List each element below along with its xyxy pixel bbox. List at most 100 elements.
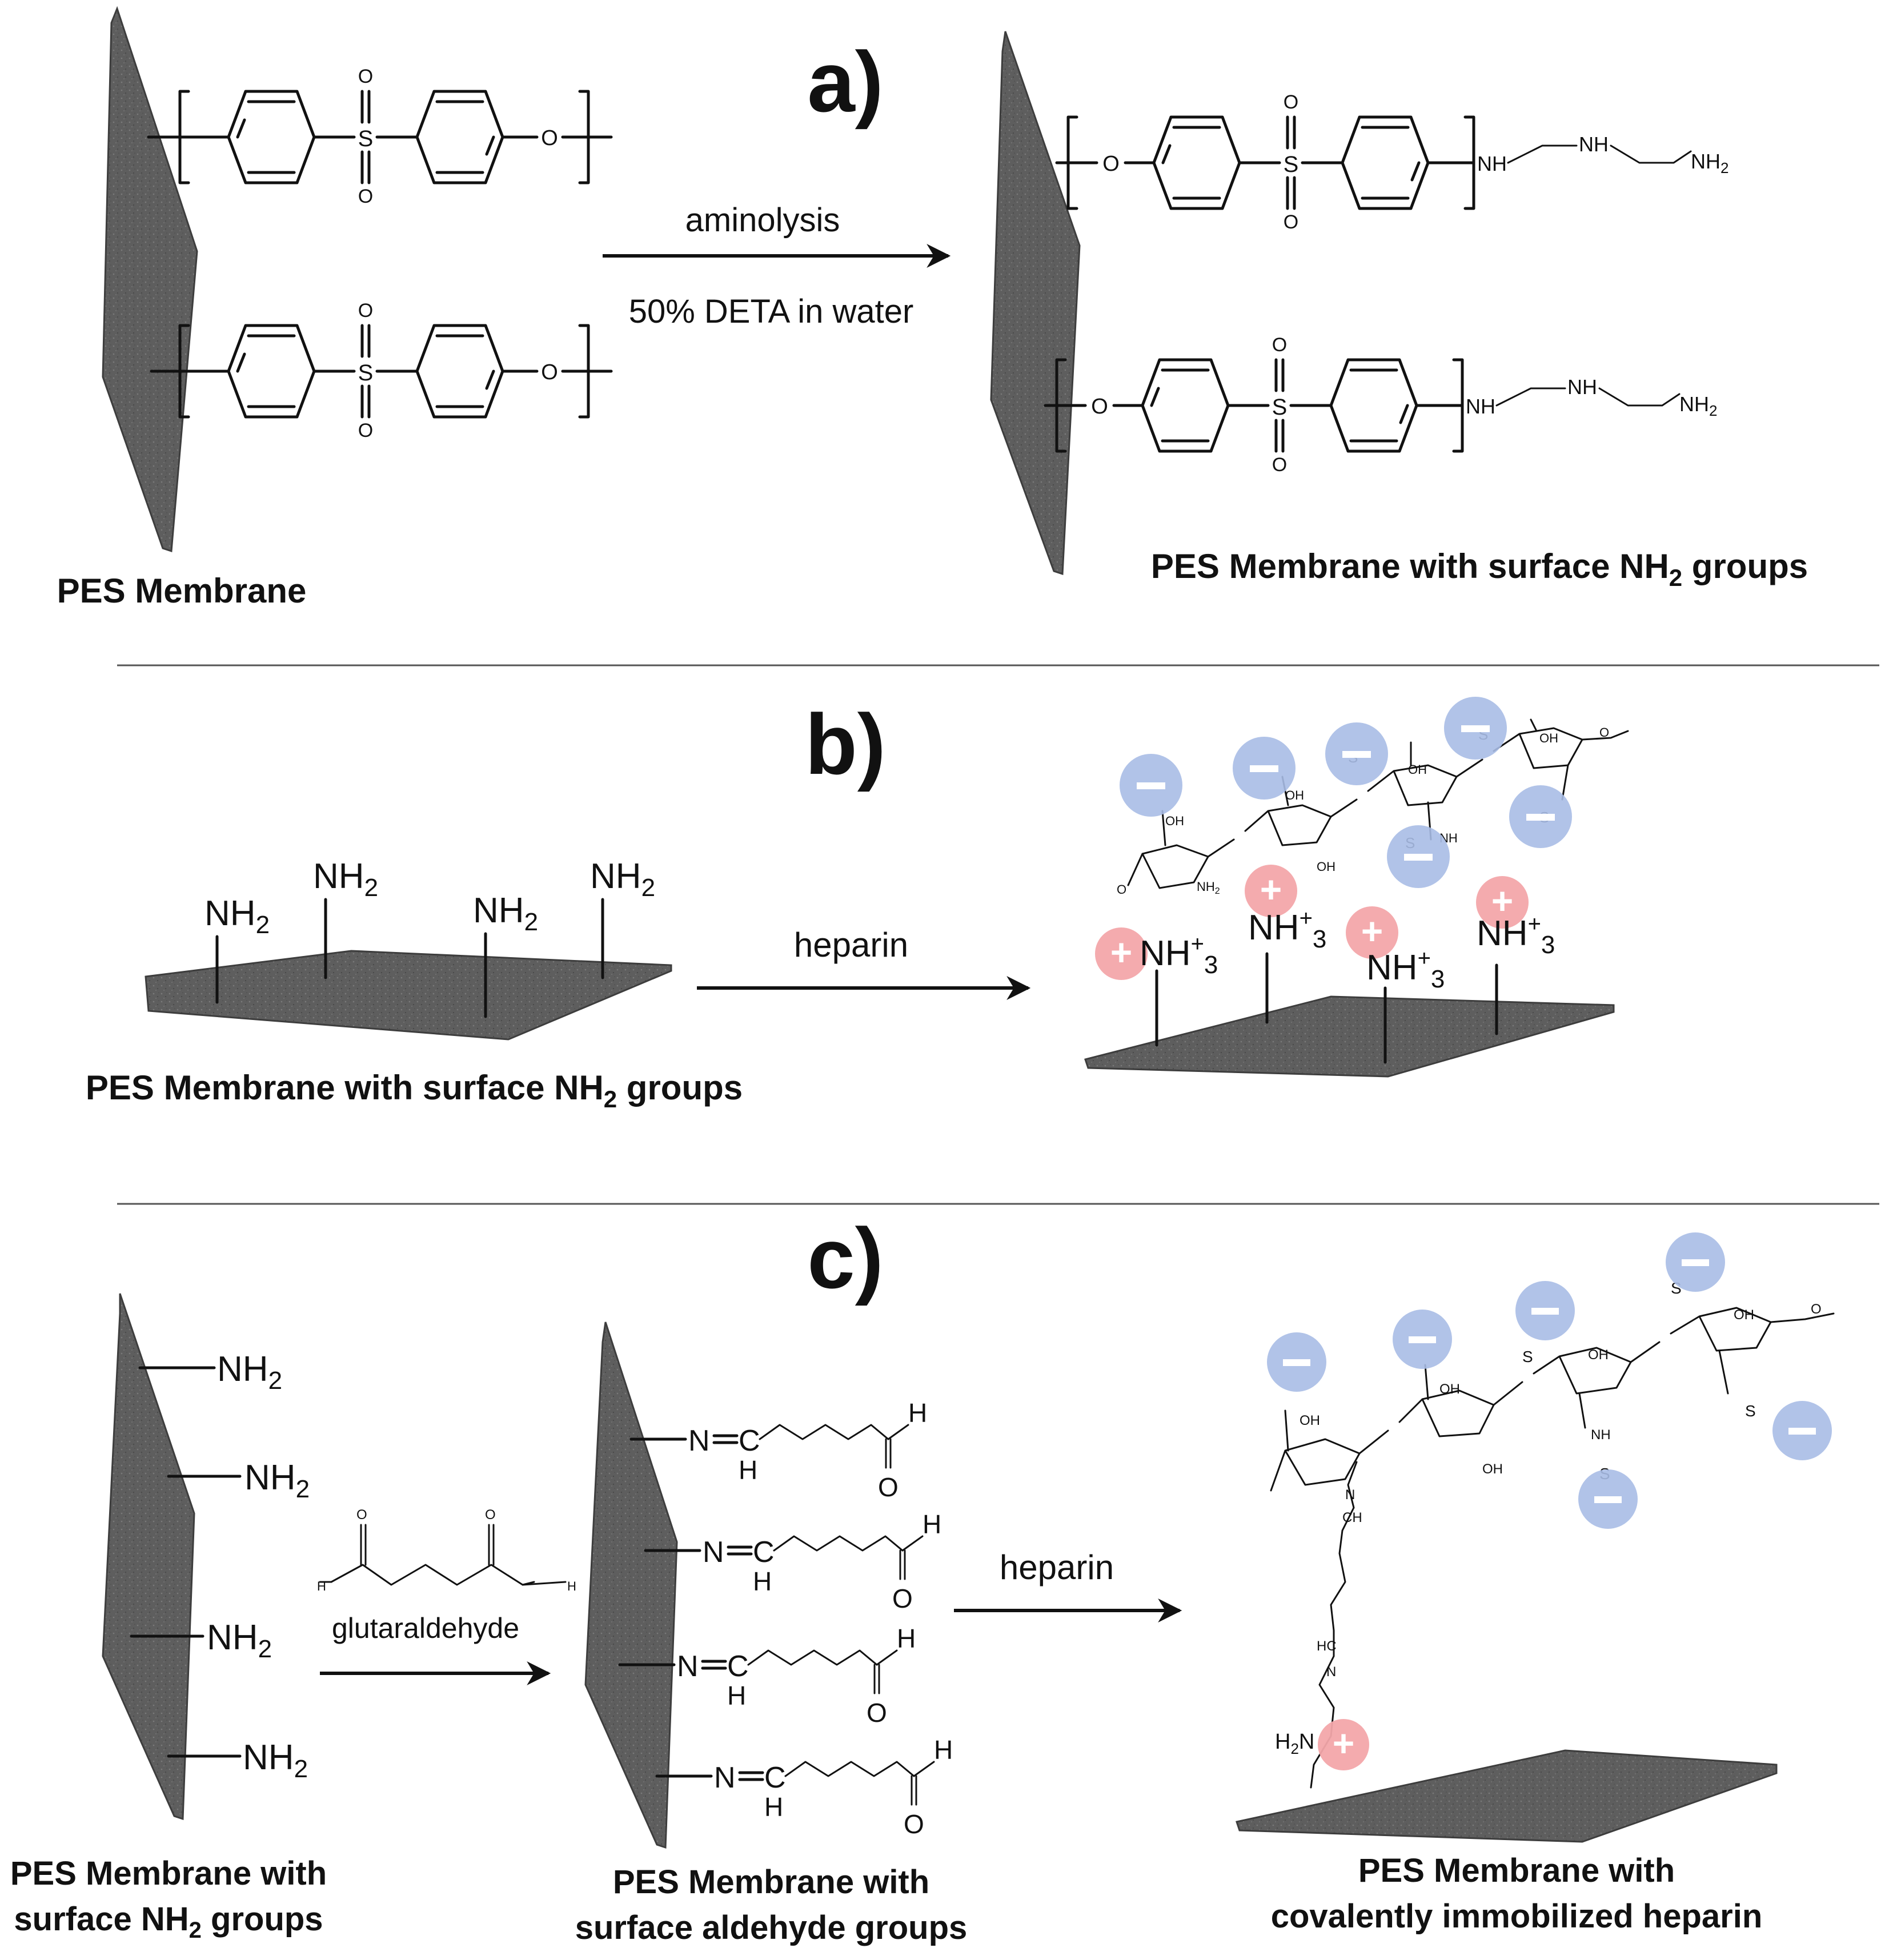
positive-charge-marker (1318, 1719, 1369, 1770)
svg-text:OH: OH (1734, 1307, 1754, 1323)
positive-charge-marker (1245, 865, 1297, 917)
carbonyl-oxygen: O (356, 1507, 367, 1523)
svg-text:OH: OH (1482, 1461, 1503, 1477)
svg-text:+: + (1491, 879, 1514, 922)
panel-c: c) NH2 NH2 NH2 NH2 O O H H glutaraldehyd… (10, 1210, 1835, 1946)
aldehyde-hydrogen: H (567, 1579, 576, 1593)
svg-text:O: O (904, 1809, 924, 1839)
glutaraldehyde-structure: O O H H (317, 1507, 576, 1593)
svg-text:C: C (764, 1761, 786, 1794)
terminal-amine: NH2 (1679, 392, 1717, 419)
panel-a-letter: a) (807, 34, 883, 130)
negative-charge-markers (1120, 697, 1572, 888)
hydroxyl-label: OH (1539, 731, 1558, 745)
heparin-chain: OH OH OH OH OH NH O S S S S (1270, 1279, 1835, 1492)
panel-b: b) NH2 NH2 NH2 NH2 heparin PES Membrane … (86, 696, 1629, 1112)
aldehyde-linkers: N C H H O N C H H O (618, 1398, 953, 1839)
oxygen-atom: O (358, 420, 373, 441)
amine-nh: NH (1466, 395, 1495, 418)
svg-text:N: N (1326, 1664, 1336, 1680)
amino-label: NH2 (1197, 879, 1220, 896)
ether-oxygen: O (1102, 152, 1120, 176)
svg-text:N: N (688, 1424, 710, 1457)
svg-text:N: N (703, 1536, 724, 1569)
svg-text:+: + (1110, 931, 1133, 973)
svg-text:N: N (714, 1761, 736, 1794)
svg-text:O: O (1811, 1302, 1822, 1317)
panel-c-letter: c) (807, 1210, 883, 1306)
oxygen-atom: O (1284, 91, 1298, 113)
imine-linker: N C H H O (629, 1398, 927, 1502)
caption-left-line1: PES Membrane with (10, 1855, 327, 1892)
svg-text:H: H (739, 1455, 757, 1485)
sulfur-atom: S (1272, 395, 1288, 420)
amine-nh: NH (1567, 375, 1597, 399)
caption-right-line1: PES Membrane with (1358, 1852, 1675, 1889)
amine-group: NH2 (204, 894, 270, 939)
aldehyde-hydrogen: H (317, 1579, 326, 1593)
oxygen-atom: O (358, 300, 373, 322)
caption-middle-line1: PES Membrane with (613, 1863, 929, 1901)
amine-group: NH2 (243, 1738, 308, 1783)
svg-text:H: H (934, 1735, 953, 1765)
hydroxyl-label: OH (1165, 814, 1184, 828)
ammonium-group: NH+3 (1477, 911, 1555, 959)
svg-text:+: + (1260, 868, 1282, 910)
terminal-amine: NH2 (1691, 150, 1728, 176)
glycosidic-oxygen: O (1117, 882, 1126, 897)
pes-membrane-label: PES Membrane (57, 572, 307, 610)
ammonium-group: NH+3 (1140, 931, 1218, 979)
caption-right-line2: covalently immobilized heparin (1271, 1898, 1763, 1935)
pes-membrane-flat-left (145, 950, 672, 1041)
imine-linker: N C H H O (618, 1624, 916, 1728)
svg-text:H: H (727, 1681, 746, 1710)
svg-text:O: O (867, 1698, 887, 1728)
sulfur-atom: S (1284, 152, 1299, 177)
positive-charge-marker (1095, 927, 1148, 980)
caption-middle-line2: surface aldehyde groups (575, 1909, 968, 1946)
oxygen-atom: O (358, 186, 373, 207)
svg-text:OH: OH (1588, 1347, 1609, 1363)
pes-deta-chain-bottom: S O O O NH NH NH2 (1044, 334, 1717, 476)
imine-linker: N C H H O (655, 1735, 953, 1839)
hydroxyl-label: OH (1285, 788, 1304, 802)
amine-group: NH2 (217, 1349, 282, 1395)
ammonium-group: NH+3 (1248, 906, 1326, 953)
ammonium-group: NH+3 (1366, 946, 1445, 993)
pes-membrane-aminated (990, 31, 1081, 576)
ether-oxygen: O (541, 126, 558, 150)
ether-oxygen: O (541, 360, 558, 384)
caption-left-line2: surface NH2 groups (14, 1901, 323, 1943)
amine-group: NH2 (590, 857, 655, 902)
pes-membrane-aldehyde (584, 1322, 678, 1849)
carbonyl-oxygen: O (485, 1507, 496, 1523)
svg-text:C: C (727, 1650, 749, 1683)
svg-text:H: H (923, 1509, 941, 1539)
positive-charge-marker (1346, 906, 1398, 959)
negative-charge-markers (1267, 1232, 1832, 1529)
imine-linker: N C H H O (644, 1509, 941, 1613)
glycosidic-oxygen: O (1599, 725, 1609, 740)
panel-b-letter: b) (805, 696, 886, 792)
heparin-label: heparin (794, 926, 908, 964)
svg-text:N: N (1345, 1487, 1355, 1503)
oxygen-atom: O (1272, 334, 1287, 356)
svg-text:S: S (1522, 1348, 1533, 1365)
aminolysis-label: aminolysis (685, 202, 840, 239)
aminated-membrane-label: PES Membrane with surface NH2 groups (86, 1069, 743, 1112)
pes-membrane-flat-right (1084, 995, 1615, 1078)
glutaraldehyde-label: glutaraldehyde (332, 1612, 519, 1644)
svg-text:H: H (897, 1624, 916, 1653)
heparin-label: heparin (1000, 1548, 1114, 1587)
panel-a: a) S O O O S O O O PES Mem (57, 6, 1808, 610)
amine-group: NH2 (244, 1458, 310, 1503)
svg-text:OH: OH (1439, 1381, 1460, 1397)
svg-text:O: O (892, 1584, 913, 1613)
svg-text:+: + (1361, 910, 1383, 952)
sulfur-atom: S (358, 126, 374, 151)
pes-membrane-heparin (1236, 1749, 1778, 1843)
svg-text:H: H (753, 1567, 772, 1596)
sulfur-atom: S (358, 360, 374, 385)
svg-text:OH: OH (1300, 1413, 1320, 1428)
